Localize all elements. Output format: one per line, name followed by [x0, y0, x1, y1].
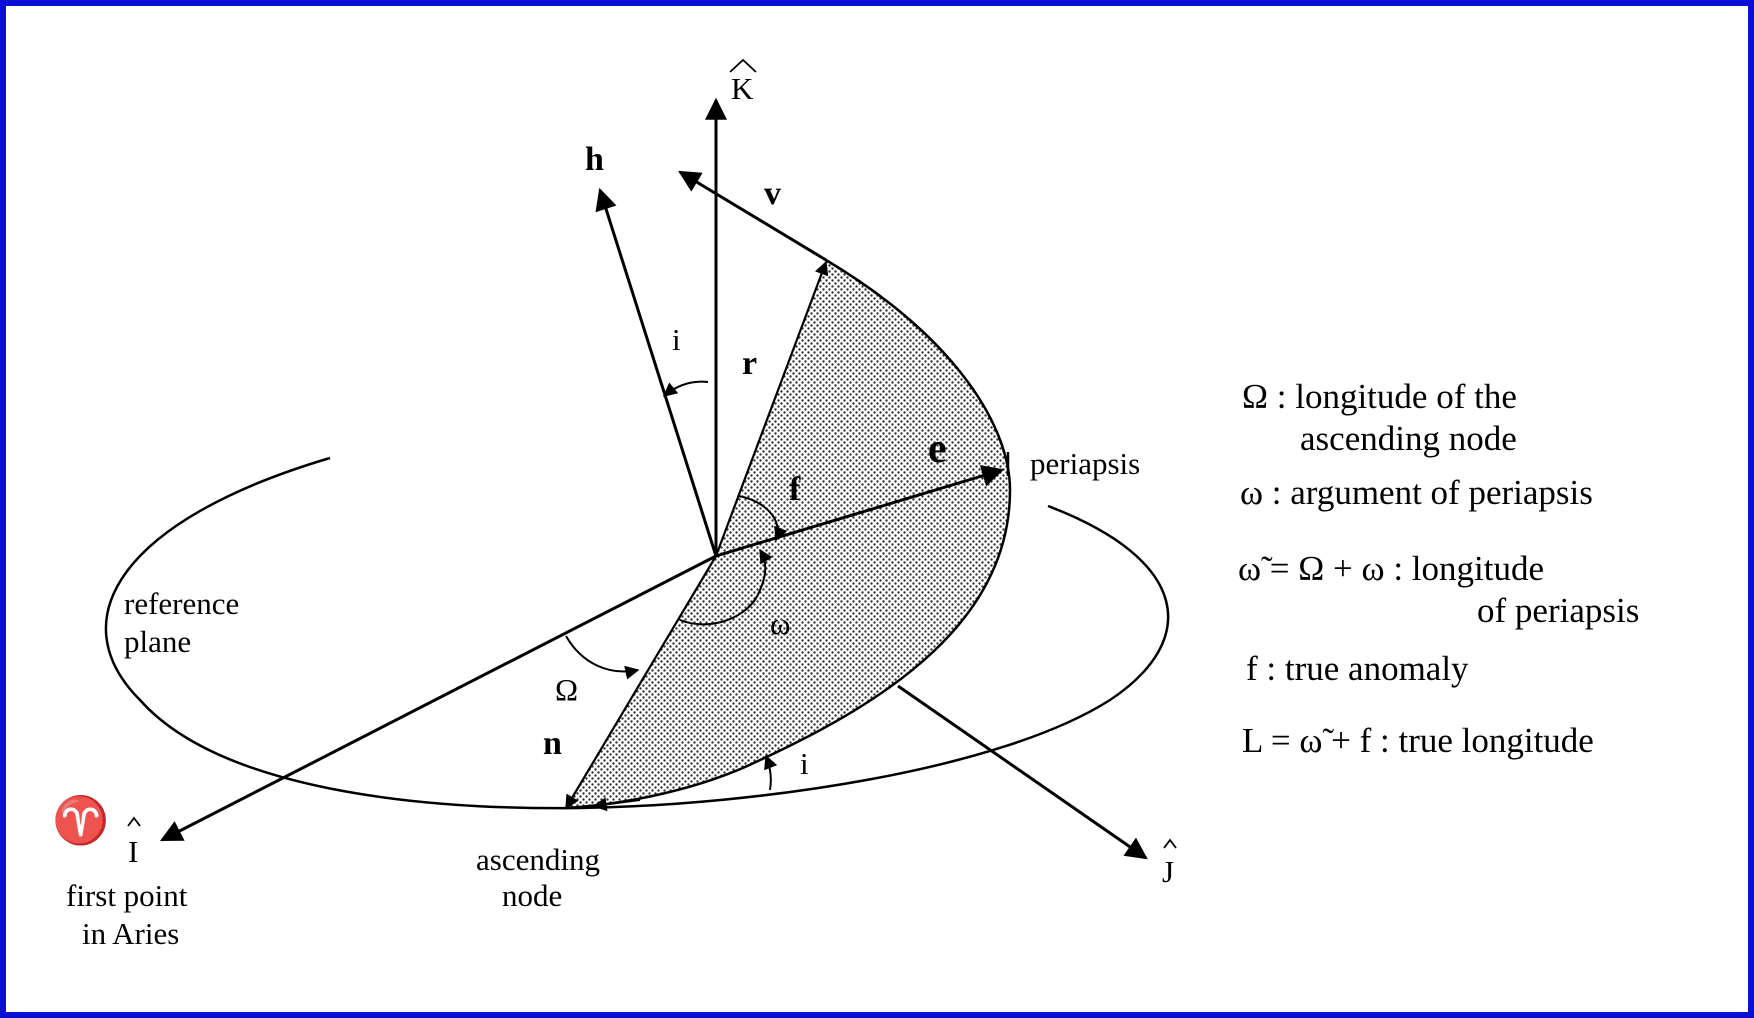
label-r: r: [742, 345, 757, 382]
inclination-arc-upper: [662, 380, 709, 397]
i-axis: [160, 554, 717, 842]
aries-symbol-icon: ♈: [52, 794, 109, 847]
label-i-axis: I: [128, 834, 138, 869]
label-inclination-lower: i: [800, 746, 809, 781]
legend-raan-line2: ascending node: [1300, 419, 1517, 458]
k-hat: [729, 58, 757, 73]
label-j-axis: J: [1162, 854, 1174, 889]
n-vector: [565, 555, 717, 810]
raan-arc: [565, 635, 640, 680]
label-periapsis: periapsis: [1030, 446, 1140, 481]
legend-lop-line2: of periapsis: [1477, 591, 1639, 630]
legend-raan-line1: Ω : longitude of the: [1242, 377, 1517, 416]
legend-lop-line1: ω̃ = Ω + ω : longitude: [1238, 549, 1544, 588]
h-vector: [595, 187, 718, 557]
node-direction-arrow: [592, 797, 641, 812]
legend-true-longitude: L = ω̃ + f : true longitude: [1242, 721, 1594, 760]
label-first-point-1: first point: [66, 878, 188, 913]
label-true-anomaly: f: [789, 471, 801, 508]
label-h: h: [585, 141, 604, 178]
label-k: K: [731, 71, 754, 106]
arg-periapsis-arc: [679, 548, 773, 626]
inclination-arc-lower: [764, 754, 778, 791]
e-vector: [715, 465, 1005, 558]
j-axis: [897, 684, 1148, 860]
label-ascending-node-2: node: [502, 878, 562, 913]
i-hat: [127, 816, 141, 827]
true-anomaly-arc: [737, 495, 788, 542]
legend-omega: ω : argument of periapsis: [1240, 473, 1593, 512]
label-n: n: [543, 725, 562, 762]
label-reference-plane-1: reference: [124, 586, 239, 621]
label-e: e: [928, 426, 947, 472]
legend-true-anomaly: f : true anomaly: [1246, 649, 1469, 688]
label-raan: Ω: [555, 672, 578, 707]
label-v: v: [764, 175, 781, 212]
label-arg-periapsis: ω: [770, 606, 790, 641]
label-first-point-2: in Aries: [82, 916, 179, 951]
label-inclination-upper: i: [672, 322, 681, 357]
orbit-path: [565, 258, 1012, 810]
r-vector: [714, 260, 829, 557]
label-ascending-node-1: ascending: [476, 842, 600, 877]
label-reference-plane-2: plane: [124, 624, 191, 659]
v-vector: [678, 170, 827, 262]
j-hat: [1163, 838, 1177, 849]
